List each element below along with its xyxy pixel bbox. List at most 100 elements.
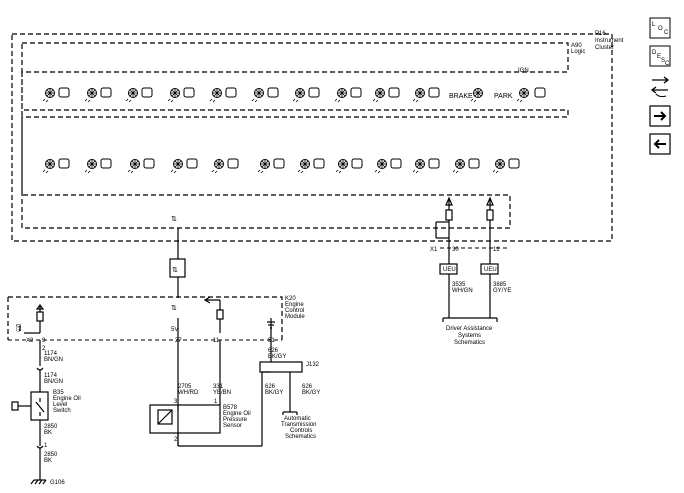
b578-pin3: 3 (174, 399, 178, 405)
arrow-left-icon (653, 139, 666, 149)
b35-line1: Engine Oil (53, 396, 81, 402)
splice-pin-1: 1 (44, 443, 48, 449)
wire-2850b-col: BK (44, 458, 52, 464)
lamp-high-beam-icon (412, 159, 425, 174)
j132: J132 (306, 362, 320, 368)
lamp-oil-icon (167, 88, 180, 103)
ecm-line3: Module (285, 314, 305, 320)
wire-1174a-col: BN/GN (44, 357, 63, 363)
serial-data-block-arrow: ⇅ (172, 267, 178, 274)
wire-2705-col: WH/RD (178, 390, 199, 396)
lamp-traction-icon (125, 88, 138, 103)
wire-2850a-num: 2850 (44, 424, 58, 430)
atc-1: Automatic (284, 416, 311, 422)
symbol-lane-keep-icon (186, 158, 198, 169)
ecm-internal-wiring: 🛢 (14, 296, 275, 340)
wire-331-num: 331 (213, 384, 224, 390)
svg-text:O: O (658, 26, 663, 32)
lamp-headlamp-icon (257, 159, 270, 174)
lamp-airbag-icon (334, 88, 347, 103)
wire-2705-num: 2705 (178, 384, 192, 390)
location-button[interactable]: L O C (649, 17, 671, 39)
symbol-park-brake-icon (428, 87, 440, 98)
pin-2: 2 (42, 346, 46, 352)
wire-626b-num: 626 (265, 384, 276, 390)
connector-swap-icon[interactable] (650, 76, 670, 98)
b578-line2: Pressure (223, 417, 248, 423)
next-page-button[interactable] (649, 105, 671, 127)
cluster-ref: P16 (595, 31, 606, 37)
symbol-lane-icon (100, 158, 112, 169)
logic-name: Logic (571, 49, 585, 55)
symbol-turn-right-icon (351, 158, 363, 169)
symbol-abs-icon (388, 87, 400, 98)
svg-text:D: D (652, 50, 657, 56)
lamp-turn-left-icon (297, 159, 310, 174)
description-button[interactable]: D E S C (649, 45, 671, 67)
lamp-tpms-icon (251, 88, 264, 103)
wire-1174b-num: 1174 (44, 373, 58, 379)
lamp-abs-icon (372, 88, 385, 103)
arrow-right-icon (654, 111, 667, 121)
wire-2850a-col: BK (44, 430, 52, 436)
pin-12: 12 (493, 247, 500, 253)
b35-line2: Level (53, 402, 67, 408)
das-2: Systems (458, 333, 481, 339)
symbol-fog-icon (58, 87, 70, 98)
lamp-ign-icon (516, 88, 529, 103)
pin-27: 27 (175, 338, 182, 344)
ecm-5v: 5V (171, 327, 178, 333)
symbol-airbag-icon (350, 87, 362, 98)
svg-text:🛢: 🛢 (14, 324, 23, 332)
wire-626c-col: BK/GY (302, 390, 320, 396)
logic-top-box (21, 42, 569, 73)
pin-11: 11 (213, 338, 220, 344)
symbol-tire-icon (468, 158, 480, 169)
g106: G106 (50, 480, 65, 486)
wire-626b-col: BK/GY (265, 390, 283, 396)
cluster-name-1: Instrument (595, 38, 624, 44)
lamp-lane-keep-icon (170, 159, 183, 174)
wire-626a-num: 626 (268, 348, 279, 354)
ecm-line2: Control (285, 308, 304, 314)
svg-text:C: C (664, 30, 669, 36)
svg-text:C: C (665, 61, 670, 67)
symbol-security-icon (100, 87, 112, 98)
symbol-brake-wear-icon (143, 158, 155, 169)
b578-line1: Engine Oil (223, 411, 251, 417)
park-label: PARK (494, 93, 513, 100)
svg-text:E: E (657, 54, 661, 60)
wire-3885-num: 3885 (493, 282, 507, 288)
lamp-fog-icon (42, 88, 55, 103)
atc-4: Schematics (285, 434, 316, 440)
prev-page-button[interactable] (649, 133, 671, 155)
b578-line3: Sensor (223, 423, 242, 429)
wire-626a-col: BK/GY (268, 354, 286, 360)
lamp-brake-wear-icon (127, 159, 140, 174)
lamp-park-brake-icon (412, 88, 425, 103)
symbol-oil-icon (183, 87, 195, 98)
instrument-cluster-box (11, 33, 613, 242)
das-1: Driver Assistance (446, 326, 493, 332)
ueu-right: UEU (484, 267, 497, 273)
cluster-name-2: Cluster (595, 45, 614, 51)
b578-pin1: 1 (214, 399, 218, 405)
lamp-pedestrian-icon (211, 159, 224, 174)
atc-2: Transmission (281, 422, 316, 428)
indicator-row-1 (42, 87, 546, 103)
pin-9: 9 (42, 338, 46, 344)
lamp-park-icon (470, 88, 483, 103)
oil-pressure-sensor-wiring (149, 340, 303, 447)
das-3: Schematics (454, 340, 485, 346)
wire-626c-num: 626 (302, 384, 313, 390)
ecm-box (8, 296, 283, 340)
symbol-service-icon (308, 87, 320, 98)
serial-data-arrow-ecm: ⇅ (171, 305, 177, 312)
ueu-left: UEU (443, 267, 456, 273)
ign-label: IGN (518, 68, 529, 74)
pin-x2: X2 (26, 338, 34, 344)
atc-3: Controls (290, 428, 312, 434)
lamp-battery-icon (42, 159, 55, 174)
lamp-security-icon (84, 88, 97, 103)
b578-pin2: 2 (174, 437, 178, 443)
